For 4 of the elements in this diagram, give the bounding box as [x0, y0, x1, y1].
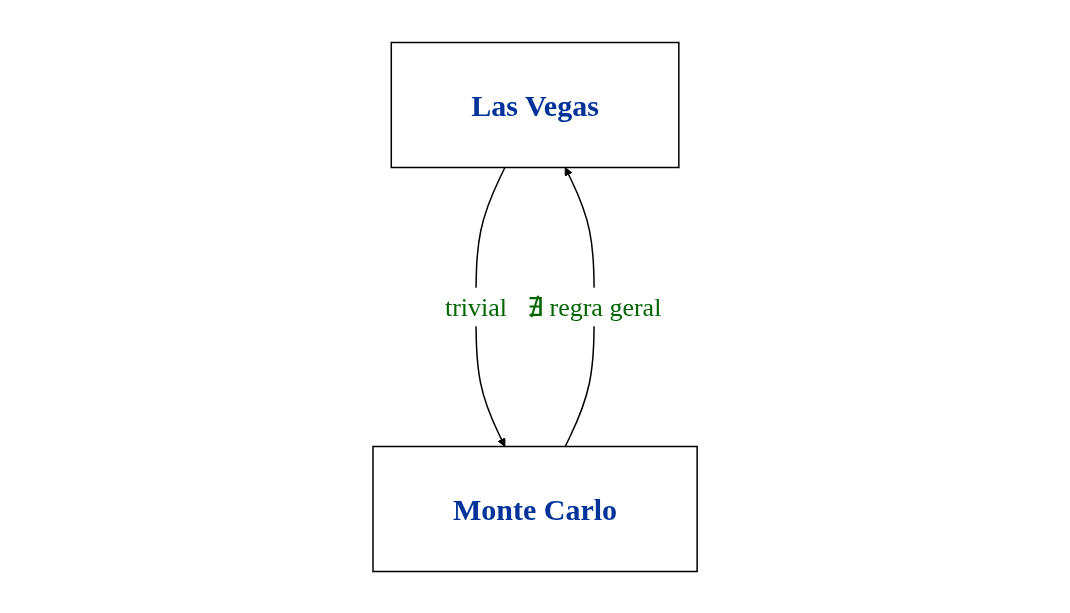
node-box: Monte Carlo — [372, 445, 698, 572]
edge-label: trivial — [444, 292, 507, 321]
edge-label: ∄ regra geral — [526, 292, 662, 321]
node-box: Las Vegas — [390, 41, 680, 168]
